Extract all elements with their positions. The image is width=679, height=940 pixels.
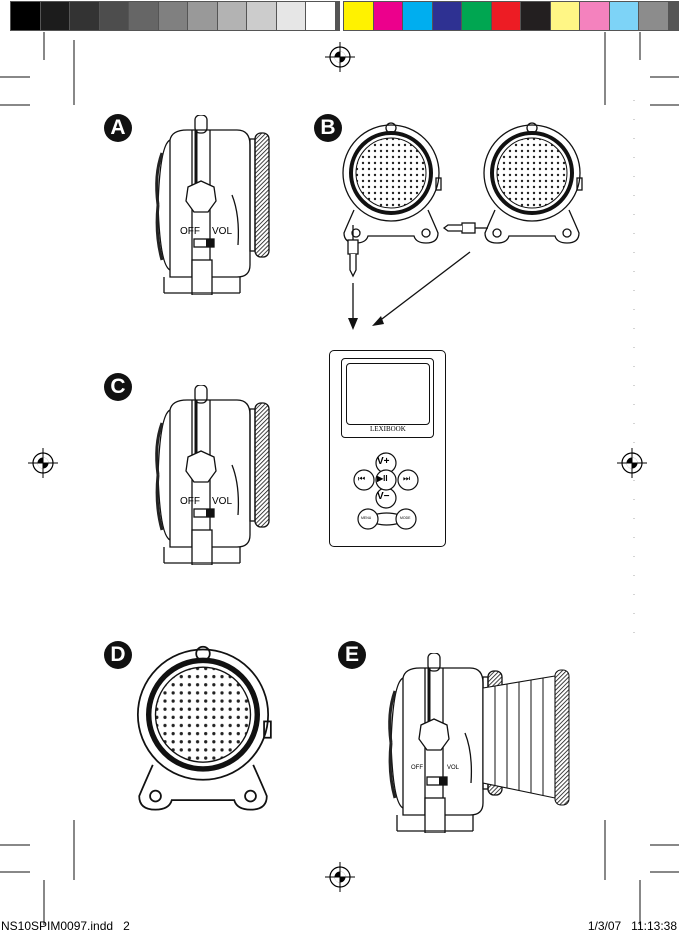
- volume-up-button[interactable]: V+: [377, 456, 390, 467]
- color-patch: [580, 2, 609, 30]
- switch-vol-label: VOL: [212, 496, 233, 507]
- color-patch: [217, 2, 246, 30]
- color-patch: [609, 2, 638, 30]
- slug-datetime: 1/3/07 11:13:38: [587, 919, 677, 933]
- figure-label-e: E: [338, 641, 366, 669]
- color-patch: [403, 2, 432, 30]
- grayscale-color-bar: [10, 1, 340, 31]
- play-pause-button[interactable]: ▶II: [377, 474, 388, 483]
- color-patch: [247, 2, 276, 30]
- color-patch: [550, 2, 579, 30]
- color-patch: [276, 2, 305, 30]
- menu-button[interactable]: MENU: [361, 516, 372, 520]
- figure-c-speaker-side-view: OFF VOL: [152, 385, 272, 565]
- color-patch: [40, 2, 69, 30]
- color-patch: [306, 2, 335, 30]
- color-patch: [373, 2, 402, 30]
- player-brand: LEXIBOOK: [370, 425, 406, 433]
- registration-mark-left: [28, 448, 58, 478]
- color-patch: [99, 2, 128, 30]
- mp3-player: LEXIBOOK V+ V− ⏮ ▶II ⏭ MENU MODE: [329, 350, 446, 547]
- figure-b-plugs-and-arrows: [347, 222, 488, 330]
- color-patch: [491, 2, 520, 30]
- color-patch: [462, 2, 491, 30]
- player-screen: [346, 363, 430, 425]
- color-patch: [432, 2, 461, 30]
- color-patch: [344, 2, 373, 30]
- previous-button[interactable]: ⏮: [358, 474, 366, 483]
- figure-a-speaker-side-view: OFF VOL: [152, 115, 272, 295]
- mode-button[interactable]: MODE: [400, 516, 411, 520]
- switch-vol-label: VOL: [447, 765, 460, 771]
- figure-label-a: A: [104, 114, 132, 142]
- color-patch: [188, 2, 217, 30]
- volume-down-button[interactable]: V−: [377, 491, 390, 502]
- registration-mark-bottom: [325, 862, 355, 892]
- player-controls: [353, 452, 419, 530]
- process-color-bar: [343, 1, 679, 31]
- player-screen-bezel: LEXIBOOK: [341, 358, 434, 438]
- color-patch: [129, 2, 158, 30]
- color-patch: [639, 2, 668, 30]
- figure-e-speaker-extended-side-view: OFF VOL: [385, 648, 580, 838]
- color-patch: [70, 2, 99, 30]
- color-patch: [158, 2, 187, 30]
- switch-off-label: OFF: [180, 226, 200, 237]
- registration-mark-right: [617, 448, 647, 478]
- switch-off-label: OFF: [411, 765, 423, 771]
- color-patch: [11, 2, 40, 30]
- figure-label-c: C: [104, 373, 132, 401]
- slug-filename: NS10SPIM0097.indd 2: [1, 919, 130, 933]
- color-patch: [521, 2, 550, 30]
- figure-d-speaker-front-view: [128, 640, 278, 830]
- figure-label-d: D: [104, 641, 132, 669]
- switch-off-label: OFF: [180, 496, 200, 507]
- figure-label-b: B: [314, 114, 342, 142]
- switch-vol-label: VOL: [212, 226, 233, 237]
- next-button[interactable]: ⏭: [403, 474, 411, 483]
